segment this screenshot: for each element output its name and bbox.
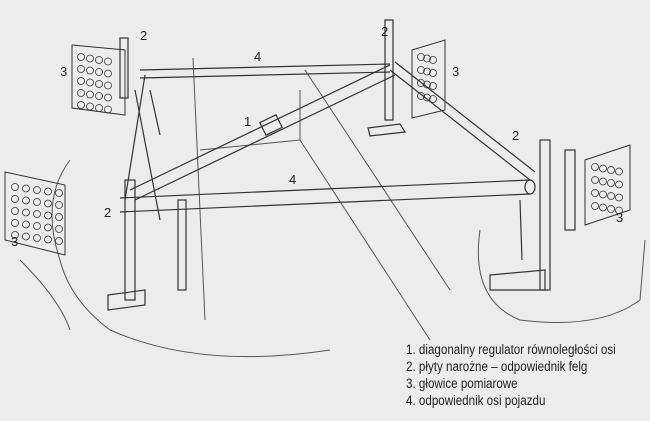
plate-hole [22, 232, 30, 241]
label-3: 3 [60, 64, 68, 79]
plate-hole [44, 199, 52, 208]
plate-hole [55, 189, 63, 197]
plate-hole [95, 80, 103, 88]
legend: 1. diagonalny regulator równoległości os… [406, 341, 616, 409]
plate-hole [607, 166, 615, 174]
plate-hole [33, 210, 41, 218]
stands [107, 19, 576, 311]
plate-hole [44, 187, 52, 196]
label-1: 1 [244, 114, 252, 129]
plate-hole [86, 90, 94, 99]
label-2: 2 [140, 28, 148, 43]
legend-item: 2. płyty narożne – odpowiednik felg [406, 359, 588, 374]
plate-hole [429, 69, 437, 77]
plate-hole [86, 102, 94, 111]
plate-hole [55, 213, 63, 221]
plate-hole [104, 57, 112, 66]
plate-hole [615, 206, 623, 215]
plate-hole [33, 234, 41, 242]
plate-hole [44, 235, 52, 244]
label-4: 4 [289, 172, 297, 187]
plate-hole [22, 208, 30, 217]
plate-hole [11, 195, 19, 203]
plate-hole [33, 222, 41, 230]
plate-hole [429, 82, 437, 90]
plate-hole [22, 220, 30, 229]
plate-hole [607, 179, 615, 187]
plate-hole [429, 56, 437, 64]
plate-hole [104, 93, 112, 102]
plate-hole [615, 180, 623, 189]
label-3: 3 [616, 210, 624, 225]
plate-hole [95, 92, 103, 100]
plate-hole [44, 223, 52, 232]
plate-hole-patterns [11, 53, 623, 245]
plate-hole [591, 163, 599, 171]
label-2: 2 [381, 24, 389, 39]
plate-hole [86, 78, 94, 87]
label-4: 4 [254, 49, 262, 64]
label-2: 2 [512, 128, 520, 143]
label-2: 2 [104, 205, 112, 220]
plate-hole [591, 176, 599, 184]
plate-hole [11, 207, 19, 215]
plate-hole [104, 69, 112, 78]
axle-bars [119, 63, 536, 213]
plate-hole [55, 225, 63, 233]
plate-hole [11, 231, 19, 239]
plate-hole [599, 164, 607, 173]
plate-hole [86, 54, 94, 63]
plate-hole [423, 93, 431, 102]
plate-hole [591, 202, 599, 210]
plate-hole [44, 211, 52, 220]
plate-hole [417, 66, 425, 74]
plate-hole [33, 186, 41, 194]
label-3: 3 [452, 64, 460, 79]
plate-hole [77, 53, 85, 61]
plate-hole [429, 95, 437, 103]
plate-hole [417, 53, 425, 61]
plate-hole [423, 80, 431, 89]
plate-hole [77, 65, 85, 73]
plate-hole [423, 54, 431, 63]
floor-lines [19, 57, 646, 358]
plate-hole [423, 67, 431, 76]
plate-hole [11, 219, 19, 227]
plate-hole [55, 201, 63, 209]
plate-hole [95, 104, 103, 112]
plate-hole [417, 92, 425, 100]
plate-hole [599, 203, 607, 212]
plate-hole [86, 66, 94, 75]
plate-hole [607, 205, 615, 213]
measuring-head-plates [4, 39, 631, 256]
plate-hole [77, 89, 85, 97]
plate-hole [11, 183, 19, 191]
plate-hole [599, 177, 607, 186]
plate-hole [77, 101, 85, 109]
plate-hole [95, 68, 103, 76]
plate-hole [591, 189, 599, 197]
plate-hole [615, 167, 623, 176]
plate-hole [599, 190, 607, 199]
plate-hole [95, 56, 103, 64]
legend-item: 3. głowice pomiarowe [406, 376, 518, 391]
diagonal-regulator [124, 61, 536, 201]
plate-hole [607, 192, 615, 200]
plate-hole [104, 105, 112, 114]
plate-hole [22, 184, 30, 193]
plate-hole [77, 77, 85, 85]
label-3: 3 [11, 234, 19, 249]
legend-item: 4. odpowiednik osi pojazdu [406, 393, 546, 408]
plate-hole [417, 79, 425, 87]
legend-item: 1. diagonalny regulator równoległości os… [406, 342, 616, 357]
plate-hole [615, 193, 623, 202]
plate-hole [22, 196, 30, 205]
plate-hole [33, 198, 41, 206]
plate-hole [104, 81, 112, 90]
plate-hole [55, 237, 63, 245]
